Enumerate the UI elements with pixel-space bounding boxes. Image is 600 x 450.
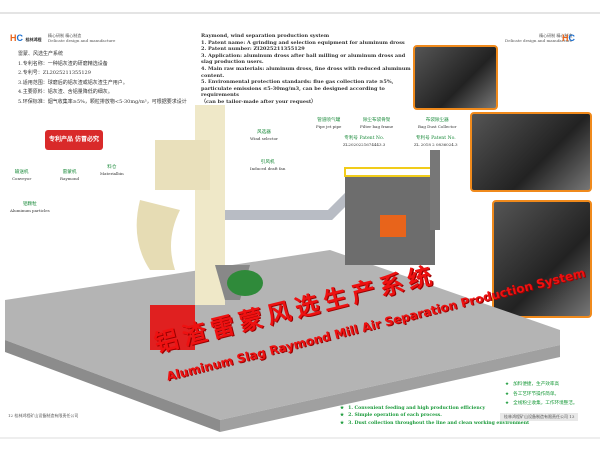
- label-en: Conveyor: [12, 176, 32, 181]
- bullet-cn: ★全线粉尘收集，工作环境整洁。: [505, 401, 578, 406]
- intro-cn-line: 1.专利名称：一种铝灰渣的研磨精选设备: [18, 60, 108, 67]
- site-photo-1: [413, 45, 498, 110]
- label-cn: 专利号 Patent No.: [344, 136, 385, 141]
- induced-draft-fan-green: [227, 270, 263, 296]
- intro-en-line: 2. Patent number: ZI2025211355129: [201, 46, 305, 53]
- intro-cn-line: 5.环保标准：烟气收集率≥5%，颗粒排放物<5-30mg/m³，可根据要求设计: [18, 98, 187, 105]
- patent-number: ZL2020221674443.3: [343, 142, 386, 147]
- bullet-en: ★2. Simple operation of each process.: [340, 413, 442, 419]
- label-cn: 输送机: [14, 170, 29, 175]
- company-name: 桂林鸿程: [25, 37, 42, 42]
- bullet-text: 3. Dust collection throughout the line a…: [348, 420, 530, 426]
- platform-front: [220, 345, 560, 432]
- label-cn: 专利号 Patent No.: [415, 136, 456, 141]
- bullet-text: 各工艺环节操作简单。: [513, 391, 560, 397]
- label-en: Wind selector: [250, 136, 278, 141]
- intro-en-title: Raymond, wind separation production syst…: [201, 33, 330, 39]
- intro-cn-title: 雷蒙、风选生产系统: [18, 51, 64, 57]
- bullet-text: 2. Simple operation of each process.: [348, 413, 442, 419]
- bullet-en: ★3. Dust collection throughout the line …: [340, 420, 530, 426]
- label-en: Aluminum particles: [10, 208, 50, 213]
- cyclone-body: [155, 140, 210, 190]
- site-photo-3: [492, 200, 592, 318]
- footer-text: 桂林鸿程矿山设备制造有限责任公司: [504, 414, 568, 419]
- bullet-text: 加料便捷，生产效率高: [513, 382, 560, 387]
- label-cn: 布袋除尘器: [425, 118, 449, 123]
- slogan-cn: 精心研制 精心制造: [48, 33, 82, 38]
- footer-text: 桂林鸿程矿山设备制造有限责任公司: [14, 413, 79, 418]
- label-patent-1: 专利号 Patent No.ZL2020221674443.3: [343, 136, 385, 148]
- label-en: Bag Dust Collector: [418, 124, 457, 129]
- label-cn: 除尘布袋骨架: [362, 118, 391, 123]
- label-cn: 引风机: [260, 160, 275, 165]
- logo-left: HC 桂林鸿程: [10, 33, 42, 43]
- label-cn: 料仓: [107, 165, 117, 170]
- label-en: Pipe jet pipe: [316, 124, 342, 129]
- intro-en-line: 4. Main raw materials: aluminum dross, f…: [201, 65, 411, 79]
- bullet-text: 全线粉尘收集，工作环境整洁。: [513, 401, 578, 406]
- bottom-divider: [0, 437, 600, 439]
- label-cn: 管道喷气罐: [317, 118, 341, 123]
- label-cn: 雷蒙机: [62, 170, 77, 175]
- label-cn: 铝颗粒: [22, 202, 37, 207]
- label-en: Raymond: [60, 176, 80, 181]
- logo-right: HC: [562, 33, 575, 43]
- bullets-en: ★1. Convenient feeding and high producti…: [340, 405, 529, 427]
- label-patent-2: 专利号 Patent No.ZL 2018 2 0836024.3: [414, 136, 458, 148]
- intro-cn-line: 2.专利号：ZL2025211355129: [18, 70, 91, 76]
- label-en: Filter bag frame: [360, 124, 394, 129]
- label-en: Materialbin: [100, 171, 124, 176]
- page-number-right: 13: [569, 414, 575, 419]
- site-photo-2: [470, 112, 592, 192]
- bullet-text: 1. Convenient feeding and high productio…: [348, 406, 486, 411]
- footer-right: 桂林鸿程矿山设备制造有限责任公司 13: [500, 413, 579, 421]
- intro-cn-line: 3.适用范围：球磨后的铝灰渣或铝灰渣生产用户。: [18, 79, 128, 86]
- platform-top: [5, 250, 560, 420]
- intro-en-line: 3. Application: aluminum dross after bal…: [201, 52, 406, 66]
- intro-cn-line: 4.主要原料：铝灰渣、含铝量降低的细灰。: [18, 89, 113, 95]
- chimney: [430, 150, 440, 230]
- patent-stamp: 专利产品 仿冒必究: [45, 130, 103, 150]
- forklift: [150, 305, 195, 350]
- patent-number: ZL 2018 2 0836024.3: [414, 142, 458, 147]
- bullet-cn: ★各工艺环节操作简单。: [505, 391, 560, 397]
- intro-en: Raymond, wind separation production syst…: [201, 33, 413, 106]
- platform-side: [5, 340, 220, 432]
- intro-en-line: 1. Patent name: A grinding and selection…: [201, 39, 405, 46]
- slogan-en: Delicate design and manufacture: [505, 38, 573, 43]
- bullet-cn: ★加料便捷，生产效率高: [505, 382, 560, 387]
- intro-en-line: （can be tailor-made after your request）: [201, 98, 317, 105]
- raymond-pipe: [136, 200, 180, 270]
- slogan-en: Delicate design and manufacture: [48, 38, 116, 43]
- page-number-left: 12: [8, 413, 14, 418]
- top-divider: [0, 12, 600, 14]
- footer-left: 12 桂林鸿程矿山设备制造有限责任公司: [8, 413, 78, 419]
- bullet-en: ★1. Convenient feeding and high producti…: [340, 406, 486, 411]
- slogan-cn: 精心研制 精心制造: [539, 33, 573, 38]
- intro-cn: 雷蒙、风选生产系统 1.专利名称：一种铝灰渣的研磨精选设备 2.专利号：ZL20…: [18, 50, 218, 107]
- label-cn: 风选器: [257, 130, 271, 135]
- label-en: Induced draft fan: [250, 166, 286, 171]
- collector-railing: [344, 167, 436, 177]
- bullets-cn: ★加料便捷，生产效率高 ★各工艺环节操作简单。 ★全线粉尘收集，工作环境整洁。: [505, 380, 577, 409]
- collector-nameplate: [380, 215, 406, 237]
- intro-en-line: 5. Environmental protection standards: f…: [201, 79, 394, 99]
